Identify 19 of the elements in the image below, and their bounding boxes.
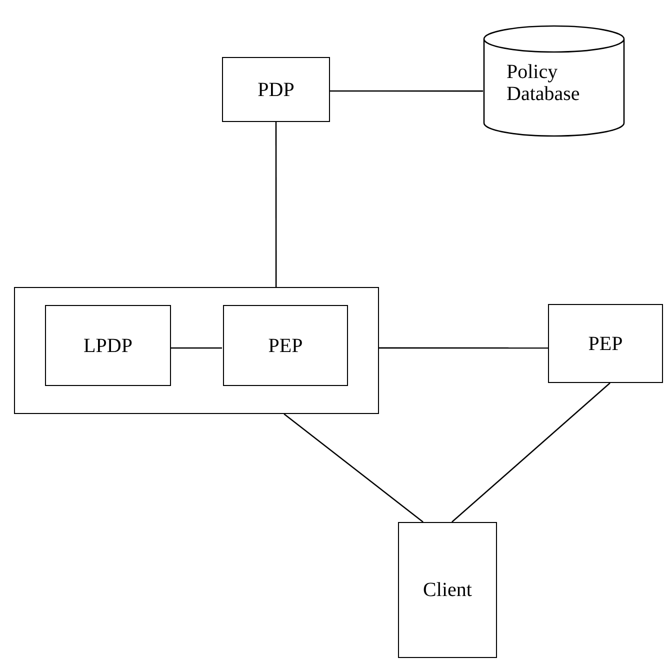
node-label: LPDP	[84, 334, 132, 356]
node-label: Client	[423, 579, 472, 601]
process-box	[222, 57, 330, 122]
node-label: Policy Database	[506, 61, 581, 105]
database-cylinder	[483, 25, 625, 137]
connector-line	[170, 347, 222, 349]
connector-line	[452, 382, 610, 522]
process-box	[45, 305, 171, 386]
node-label: PEP	[268, 334, 303, 356]
node-label: PEP	[588, 332, 623, 354]
node-label: PDP	[258, 78, 294, 100]
process-box	[223, 305, 348, 386]
container-box	[14, 287, 379, 414]
connector-line	[284, 413, 424, 523]
process-box	[548, 304, 663, 383]
connector-line	[330, 90, 483, 92]
process-box	[398, 522, 497, 658]
connector-line	[379, 347, 548, 349]
connector-line	[275, 122, 277, 287]
